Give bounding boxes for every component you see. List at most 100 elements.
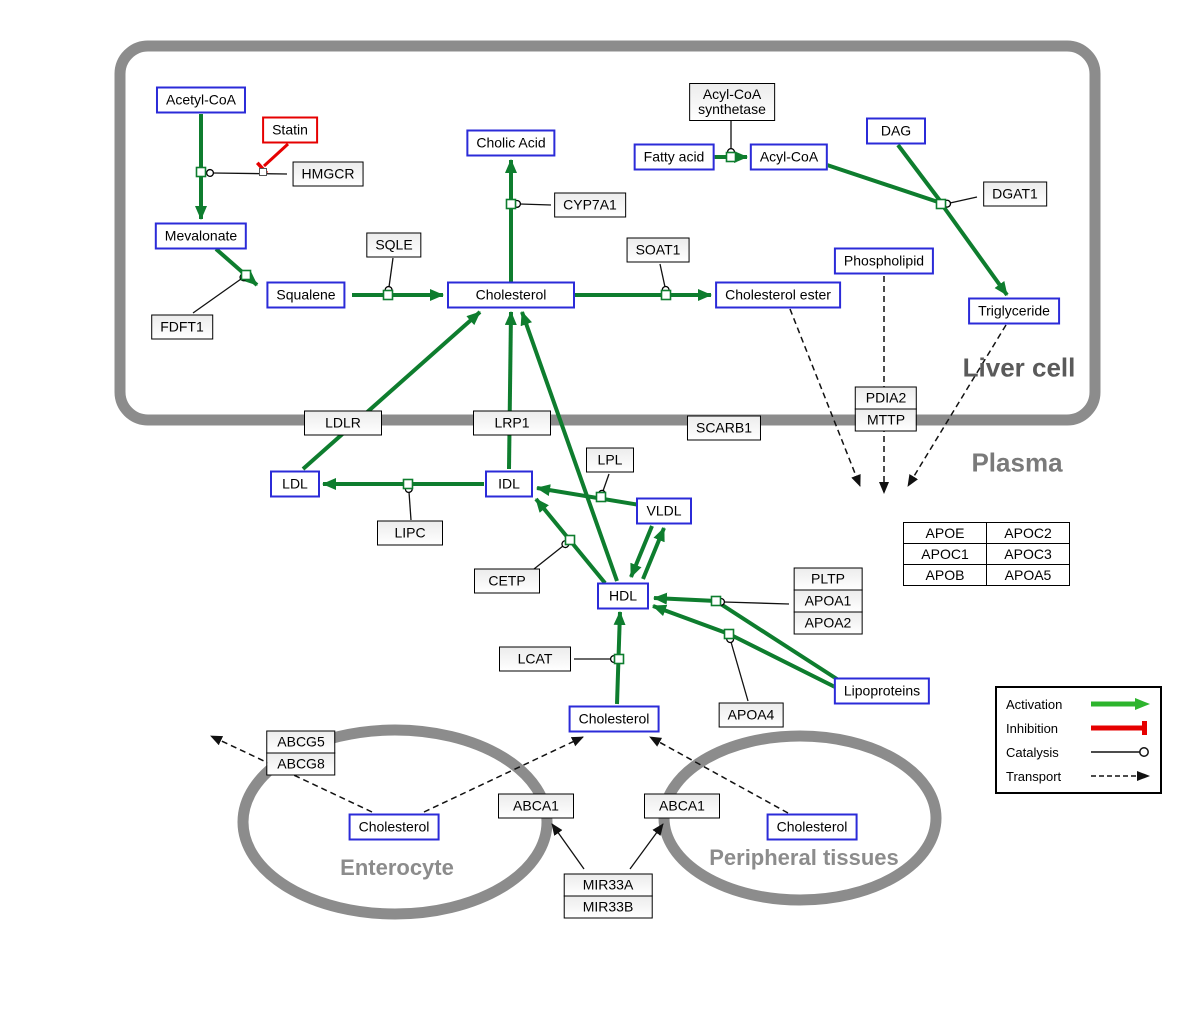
inhibition-statin-hmgcr bbox=[262, 142, 290, 168]
transport-cholesterol-peripheral-plasma bbox=[649, 736, 789, 814]
node-apoa5[interactable]: APOA5 bbox=[986, 564, 1070, 586]
acyl-coa-synthetase-line2: synthetase bbox=[698, 101, 766, 117]
catalysis-fdft1 bbox=[192, 273, 248, 314]
peripheral-tissues-label: Peripheral tissues bbox=[709, 845, 899, 870]
node-ldl[interactable]: LDL bbox=[270, 470, 320, 498]
edge-hdl-vldl bbox=[641, 527, 666, 580]
legend-activation: Activation bbox=[997, 692, 1160, 716]
transport-dashed-arrow-icon bbox=[1091, 771, 1150, 781]
apolipoprotein-table: APOE APOC2 APOC1 APOC3 APOB APOA5 bbox=[903, 522, 1070, 586]
node-apoa4[interactable]: APOA4 bbox=[718, 702, 784, 728]
node-cetp[interactable]: CETP bbox=[474, 568, 540, 594]
reaction-node bbox=[710, 595, 722, 607]
node-lrp1[interactable]: LRP1 bbox=[473, 410, 551, 436]
reaction-node bbox=[595, 491, 607, 503]
reaction-node bbox=[402, 478, 414, 490]
node-pltp[interactable]: PLTP bbox=[793, 567, 863, 591]
edge-dgat1-triglyceride bbox=[941, 204, 1009, 297]
reaction-node bbox=[660, 289, 672, 301]
reaction-node bbox=[723, 628, 735, 640]
edge-vldl-hdl bbox=[629, 525, 654, 578]
node-mttp[interactable]: MTTP bbox=[854, 408, 918, 432]
node-abcg8[interactable]: ABCG8 bbox=[266, 752, 336, 776]
regulation-mir33-abca1-left bbox=[551, 823, 585, 870]
node-fatty-acid[interactable]: Fatty acid bbox=[633, 143, 715, 171]
node-abca1-peripheral[interactable]: ABCA1 bbox=[644, 793, 720, 819]
node-mir33b[interactable]: MIR33B bbox=[563, 895, 653, 919]
node-soat1[interactable]: SOAT1 bbox=[626, 237, 690, 263]
legend-catalysis: Catalysis bbox=[997, 740, 1160, 764]
acyl-coa-synthetase-line1: Acyl-CoA bbox=[702, 86, 762, 102]
node-sqle[interactable]: SQLE bbox=[366, 232, 422, 258]
node-apob[interactable]: APOB bbox=[903, 564, 987, 586]
catalysis-apoa4 bbox=[726, 635, 749, 702]
node-cholic-acid[interactable]: Cholic Acid bbox=[466, 129, 556, 157]
catalysis-cetp bbox=[533, 540, 570, 570]
catalysis-sqle bbox=[384, 257, 394, 295]
node-dag[interactable]: DAG bbox=[866, 117, 926, 145]
node-acyl-coa[interactable]: Acyl-CoA bbox=[749, 143, 829, 171]
catalysis-hmgcr bbox=[205, 168, 288, 178]
reaction-node bbox=[564, 534, 576, 546]
node-lcat[interactable]: LCAT bbox=[499, 646, 571, 672]
stack-abcg5-abcg8: ABCG5 ABCG8 bbox=[266, 730, 336, 776]
liver-cell-membrane bbox=[114, 40, 1101, 426]
enterocyte-label: Enterocyte bbox=[340, 855, 454, 880]
stack-pdia2-mttp: PDIA2 MTTP bbox=[854, 386, 918, 432]
node-ldlr[interactable]: LDLR bbox=[304, 410, 382, 436]
node-cholesterol-ester[interactable]: Cholesterol ester bbox=[715, 281, 841, 309]
legend-inhibition: Inhibition bbox=[997, 716, 1160, 740]
reaction-node bbox=[382, 289, 394, 301]
node-hmgcr[interactable]: HMGCR bbox=[292, 161, 364, 187]
node-abca1-enterocyte[interactable]: ABCA1 bbox=[498, 793, 574, 819]
catalysis-soat1 bbox=[659, 263, 670, 294]
plasma-label: Plasma bbox=[971, 447, 1063, 478]
node-apoa2[interactable]: APOA2 bbox=[793, 611, 863, 635]
node-vldl[interactable]: VLDL bbox=[636, 497, 692, 525]
node-hdl[interactable]: HDL bbox=[597, 582, 649, 610]
liver-cell-label: Liver cell bbox=[962, 352, 1076, 383]
stack-mir33a-mir33b: MIR33A MIR33B bbox=[563, 873, 653, 919]
node-mevalonate[interactable]: Mevalonate bbox=[154, 222, 248, 250]
node-mir33a[interactable]: MIR33A bbox=[563, 873, 653, 897]
transport-triglyceride-plasma bbox=[907, 324, 1007, 487]
catalysis-lipc bbox=[404, 484, 413, 521]
reaction-node bbox=[240, 269, 252, 281]
node-lipoproteins[interactable]: Lipoproteins bbox=[833, 677, 931, 705]
enterocyte-membrane bbox=[237, 724, 553, 920]
node-fdft1[interactable]: FDFT1 bbox=[151, 314, 213, 340]
node-squalene[interactable]: Squalene bbox=[266, 281, 346, 309]
node-lipc[interactable]: LIPC bbox=[377, 520, 443, 546]
node-scarb1[interactable]: SCARB1 bbox=[686, 415, 762, 441]
catalysis-circle-icon bbox=[1091, 747, 1149, 757]
catalysis-apoa1-apoa2 bbox=[716, 597, 790, 606]
node-lpl[interactable]: LPL bbox=[586, 447, 634, 473]
node-cholesterol-plasma[interactable]: Cholesterol bbox=[568, 705, 660, 733]
node-acyl-coa-synthetase[interactable]: Acyl-CoA synthetase bbox=[689, 83, 775, 121]
node-cholesterol-enterocyte[interactable]: Cholesterol bbox=[348, 813, 440, 841]
reaction-node bbox=[195, 166, 207, 178]
node-pdia2[interactable]: PDIA2 bbox=[854, 386, 918, 410]
edge-ldl-cholesterol bbox=[301, 310, 482, 471]
node-cholesterol-peripheral[interactable]: Cholesterol bbox=[766, 813, 858, 841]
reaction-node bbox=[725, 151, 737, 163]
node-cyp7a1[interactable]: CYP7A1 bbox=[554, 192, 626, 218]
catalysis-lpl bbox=[597, 473, 610, 498]
node-idl[interactable]: IDL bbox=[485, 470, 533, 498]
node-apoc3[interactable]: APOC3 bbox=[986, 543, 1070, 565]
node-apoc1[interactable]: APOC1 bbox=[903, 543, 987, 565]
edge-hdl-cholesterol bbox=[520, 311, 619, 582]
node-statin[interactable]: Statin bbox=[262, 116, 318, 144]
node-dgat1[interactable]: DGAT1 bbox=[983, 181, 1047, 207]
node-cholesterol-liver[interactable]: Cholesterol bbox=[447, 281, 575, 309]
node-acetyl-coa[interactable]: Acetyl-CoA bbox=[155, 86, 247, 114]
node-abcg5[interactable]: ABCG5 bbox=[266, 730, 336, 754]
node-apoa1[interactable]: APOA1 bbox=[793, 589, 863, 613]
node-apoe[interactable]: APOE bbox=[903, 522, 987, 544]
node-apoc2[interactable]: APOC2 bbox=[986, 522, 1070, 544]
node-phospholipid[interactable]: Phospholipid bbox=[833, 247, 935, 275]
node-triglyceride[interactable]: Triglyceride bbox=[968, 297, 1060, 325]
legend: Activation Inhibition Catalysis Transpor… bbox=[995, 686, 1162, 794]
